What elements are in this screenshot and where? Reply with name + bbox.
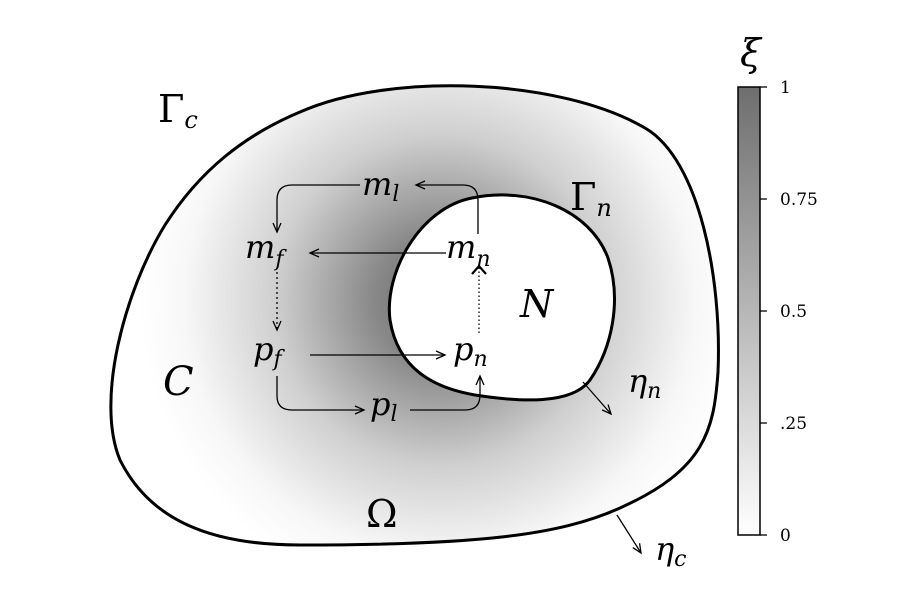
colorbar-tick-1: 1 xyxy=(780,78,791,98)
label-eta-n: ηn xyxy=(628,362,661,404)
label-m-n: mn xyxy=(446,228,491,272)
label-gamma-c: Γc xyxy=(158,87,198,134)
normal-eta-n xyxy=(582,381,613,416)
label-gamma-n: Γn xyxy=(570,175,612,222)
label-p-l: pl xyxy=(370,385,398,427)
arrow-mn-to-ml xyxy=(414,180,479,234)
arrow-pl-to-pn xyxy=(410,374,485,411)
normal-eta-c xyxy=(616,514,642,555)
label-p-n: pn xyxy=(453,330,488,372)
arrow-pn-to-mn-head xyxy=(471,264,487,275)
label-cal-n: N xyxy=(519,282,555,326)
colorbar-tick-025: .25 xyxy=(780,414,807,434)
colorbar-tick-0: 0 xyxy=(780,526,791,546)
label-m-l: ml xyxy=(362,165,399,207)
colorbar-title: ξ xyxy=(740,31,763,75)
flow-arrows xyxy=(272,180,642,555)
label-m-f: mf xyxy=(245,228,287,272)
arrow-ml-to-mf xyxy=(272,184,360,234)
label-eta-c: ηc xyxy=(655,530,687,572)
colorbar-tick-075: 0.75 xyxy=(780,190,818,210)
colorbar: ξ 1 0.75 0.5 .25 0 xyxy=(737,31,818,546)
label-omega: Ω xyxy=(366,492,398,536)
colorbar-bar xyxy=(737,86,761,536)
colorbar-tick-05: 0.5 xyxy=(780,302,807,322)
colorbar-tick-marks xyxy=(760,86,767,536)
label-cal-c: C xyxy=(163,359,194,405)
arrow-pf-to-pl xyxy=(276,376,366,415)
inner-boundary xyxy=(387,193,616,402)
